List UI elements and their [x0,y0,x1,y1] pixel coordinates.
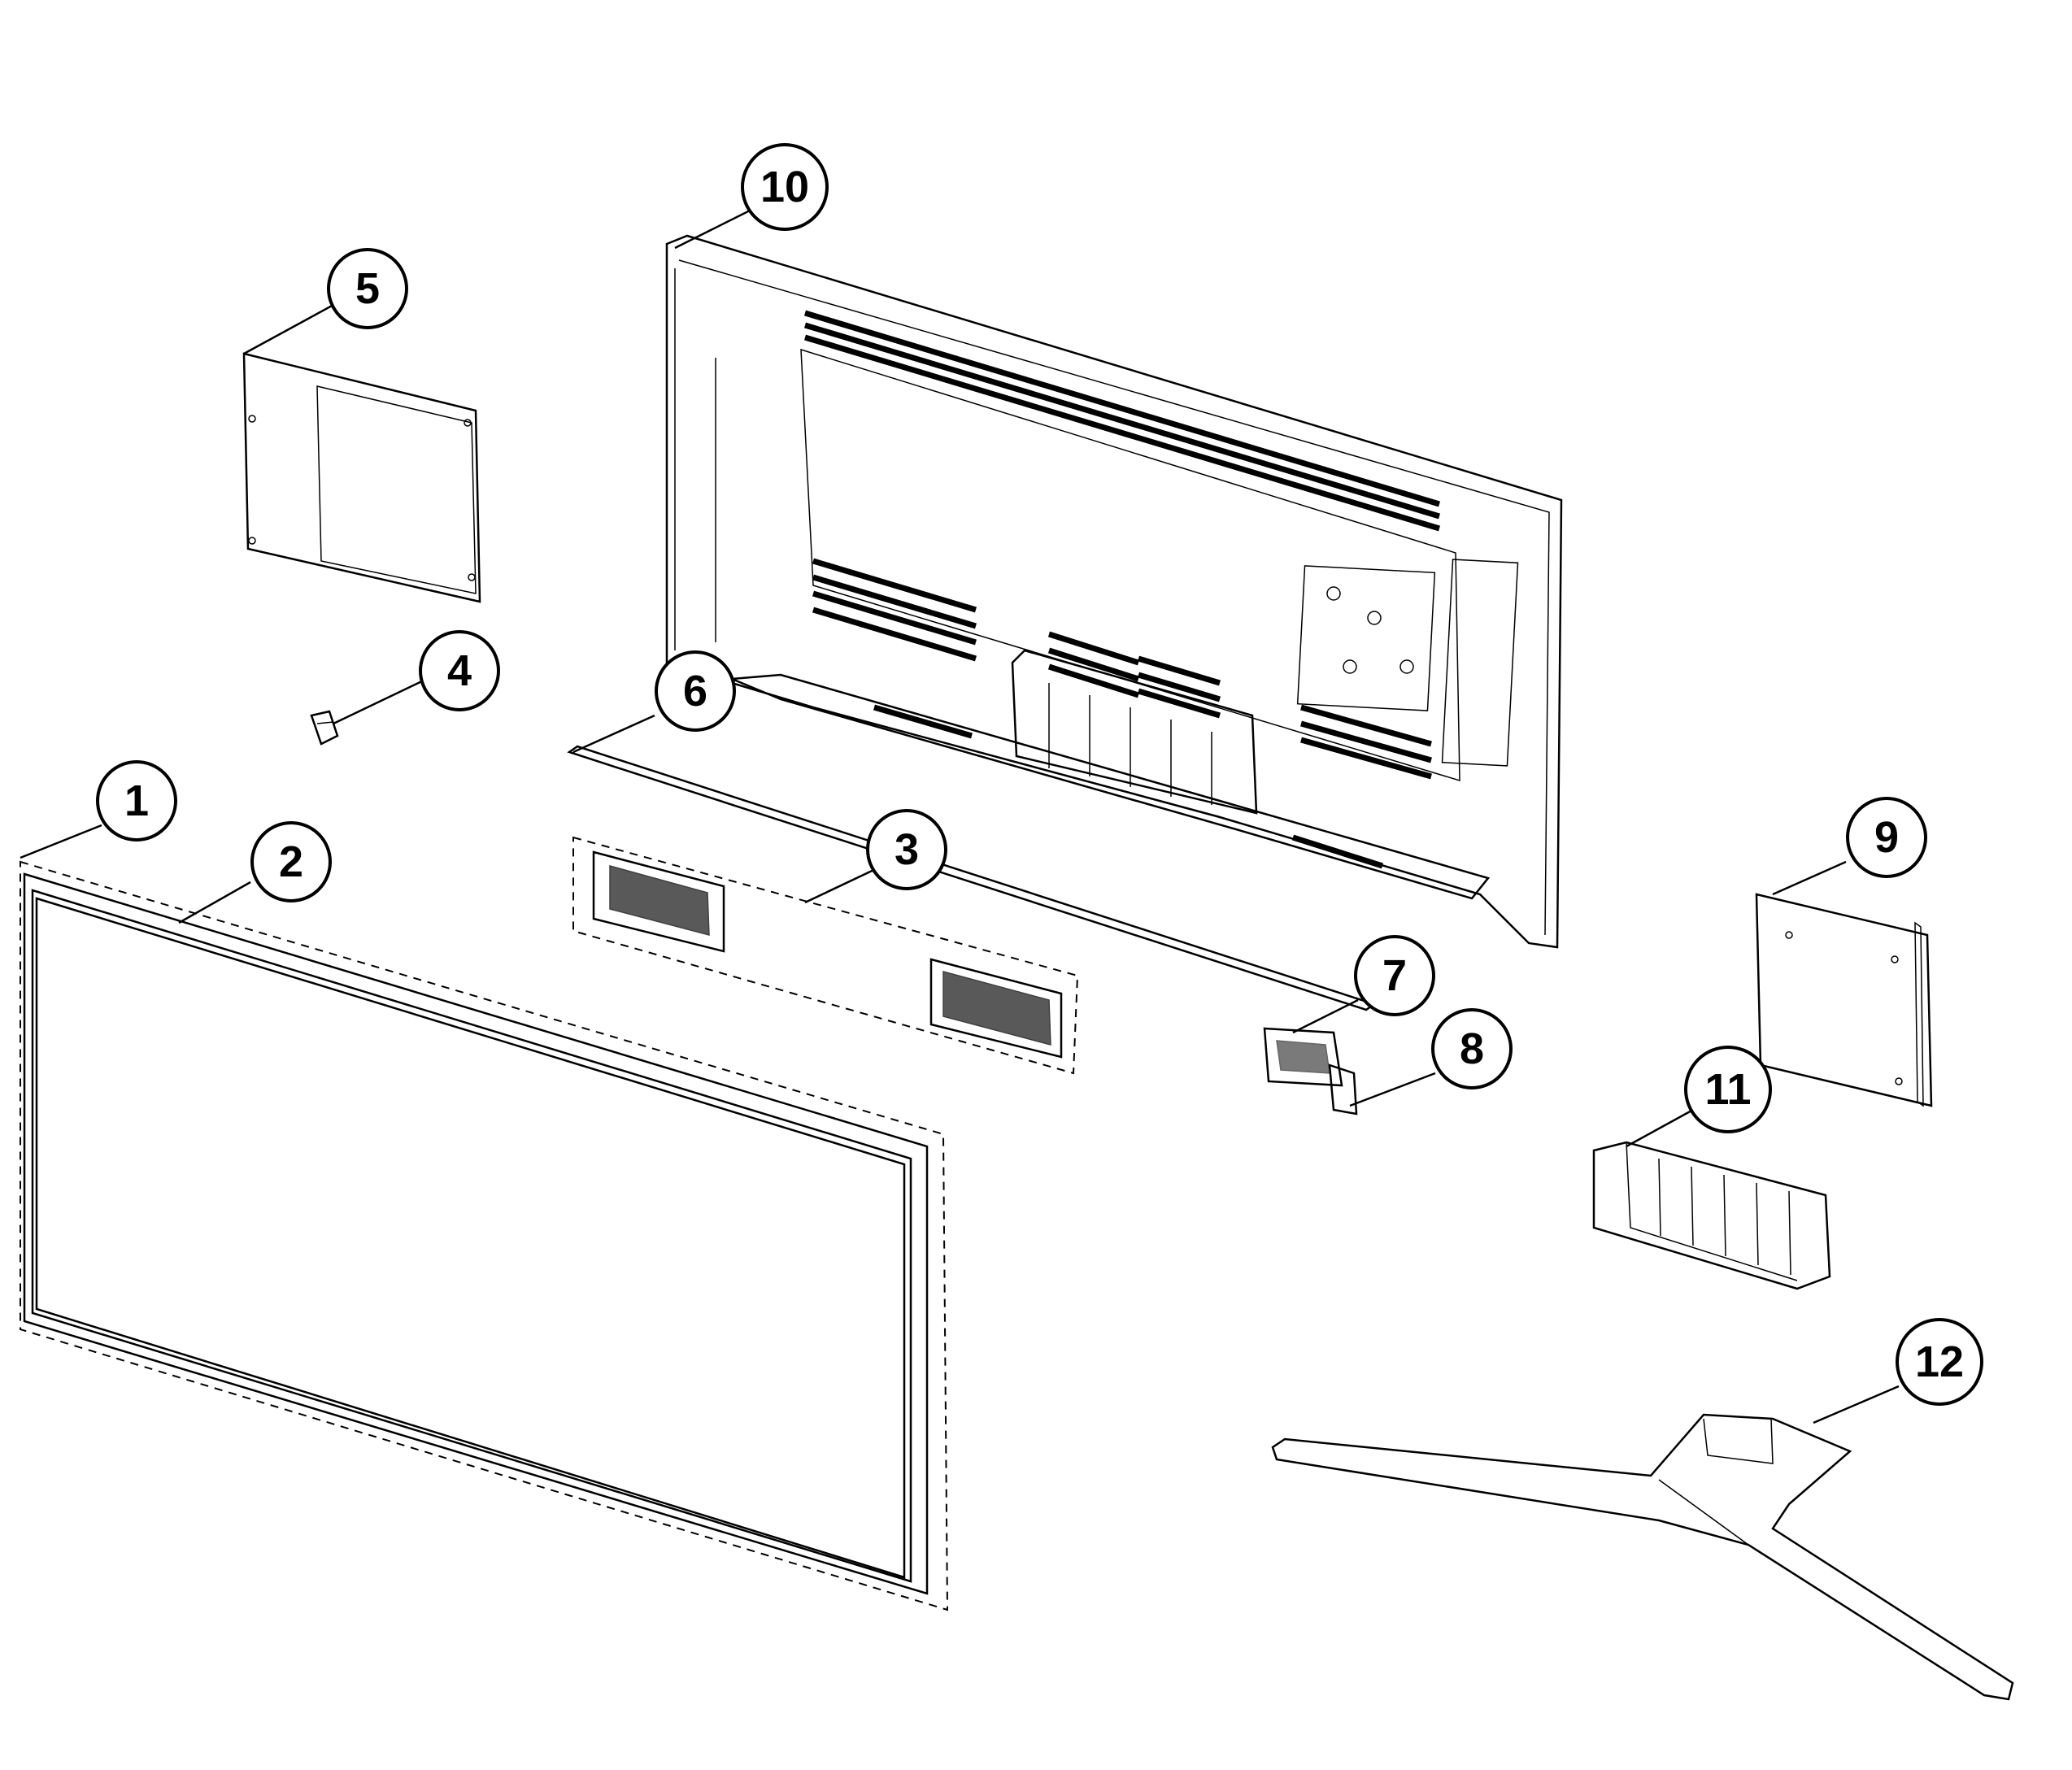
power-board-part [1755,893,1933,1107]
callout-4: 4 [419,630,500,711]
callout-3: 3 [866,809,947,890]
svg-text:8: 8 [1460,1024,1484,1073]
svg-text:4: 4 [447,646,472,695]
callout-5: 5 [327,248,408,329]
svg-text:11: 11 [1704,1065,1751,1114]
callout-1: 1 [96,760,177,842]
svg-text:3: 3 [895,825,919,874]
callout-8: 8 [1431,1008,1513,1089]
callout-10: 10 [741,143,829,231]
svg-text:2: 2 [279,837,303,886]
callout-7: 7 [1354,935,1435,1016]
callout-2: 2 [250,821,332,902]
svg-text:1: 1 [124,776,149,825]
stand-base-part [1271,1413,2014,1701]
svg-text:12: 12 [1915,1337,1964,1386]
callout-9: 9 [1846,797,1927,878]
rear-cover-vents [803,310,1441,869]
svg-text:7: 7 [1382,951,1407,1000]
rear-cover-part [665,234,1563,949]
svg-text:6: 6 [683,667,707,715]
svg-text:9: 9 [1874,813,1899,862]
callout-12: 12 [1896,1318,1983,1406]
stand-bracket-part [1592,1141,1831,1290]
svg-text:10: 10 [760,163,809,211]
display-panel-part [20,860,949,1611]
callout-6: 6 [655,650,736,732]
main-board-part [242,352,481,603]
small-bracket-part [310,710,339,746]
speakers-part [572,836,1079,1075]
leader-lines [20,198,1900,1424]
callout-11: 11 [1684,1046,1772,1133]
svg-text:5: 5 [355,264,380,313]
button-module-part [1263,1027,1358,1115]
